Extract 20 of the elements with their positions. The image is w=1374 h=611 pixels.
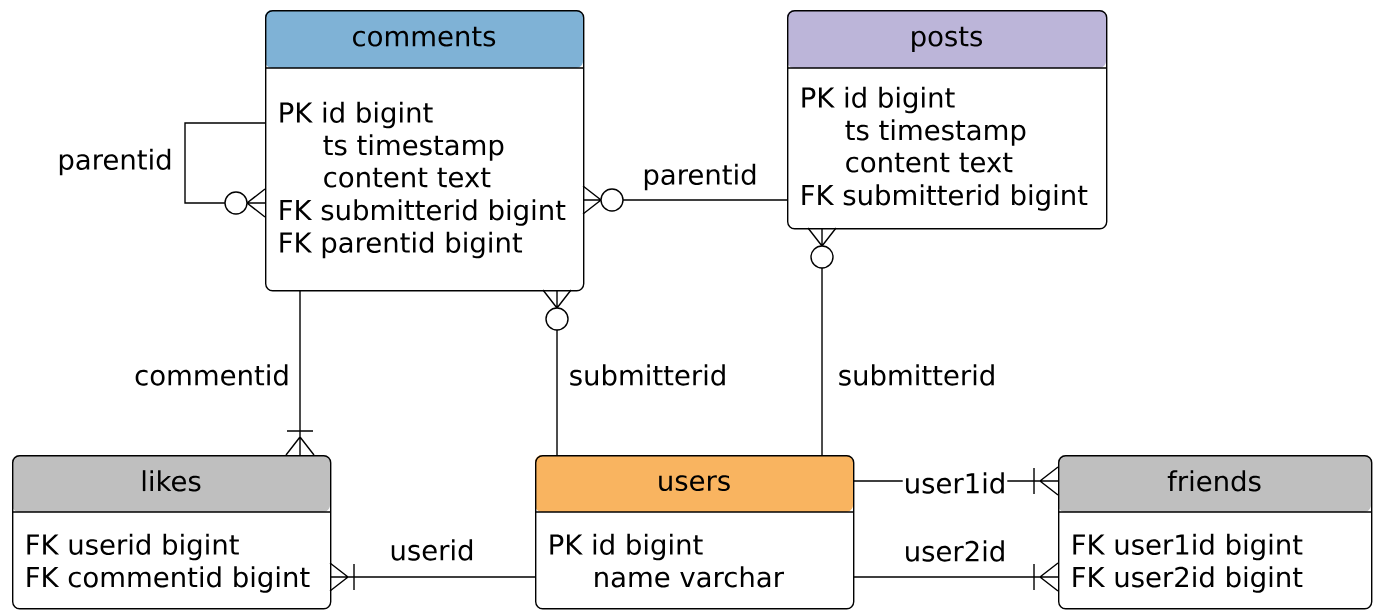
edge-label: commentid: [133, 363, 291, 387]
edge-label: submitterid: [836, 363, 998, 387]
edge-label: submitterid: [567, 363, 729, 387]
relationship-line: [285, 289, 315, 456]
table: likes FK userid bigint FK commentid bigint: [11, 455, 332, 610]
edge-label: parentid: [56, 147, 174, 177]
table: friends FK user1id bigint FK user2id bigint: [1057, 455, 1373, 610]
table: posts PK id bigint ts timestamp content text FK submitterid bigint: [786, 10, 1108, 230]
relationship-line: [329, 562, 536, 592]
edge-label: userid: [388, 538, 476, 562]
relationship-line: [184, 122, 266, 218]
relationship-line: [852, 562, 1059, 592]
edge-label: parentid: [641, 162, 759, 192]
table: users PK id bigint name varchar: [534, 455, 855, 610]
edge-label: user2id: [902, 539, 1008, 563]
relationship-line: [582, 185, 788, 215]
table: comments PK id bigint ts timestamp content text FK submitterid bigint FK parentid bigint: [264, 10, 585, 292]
edge-label: user1id: [902, 471, 1008, 495]
relationship-line: [807, 227, 837, 456]
relationship-line: [542, 289, 572, 456]
